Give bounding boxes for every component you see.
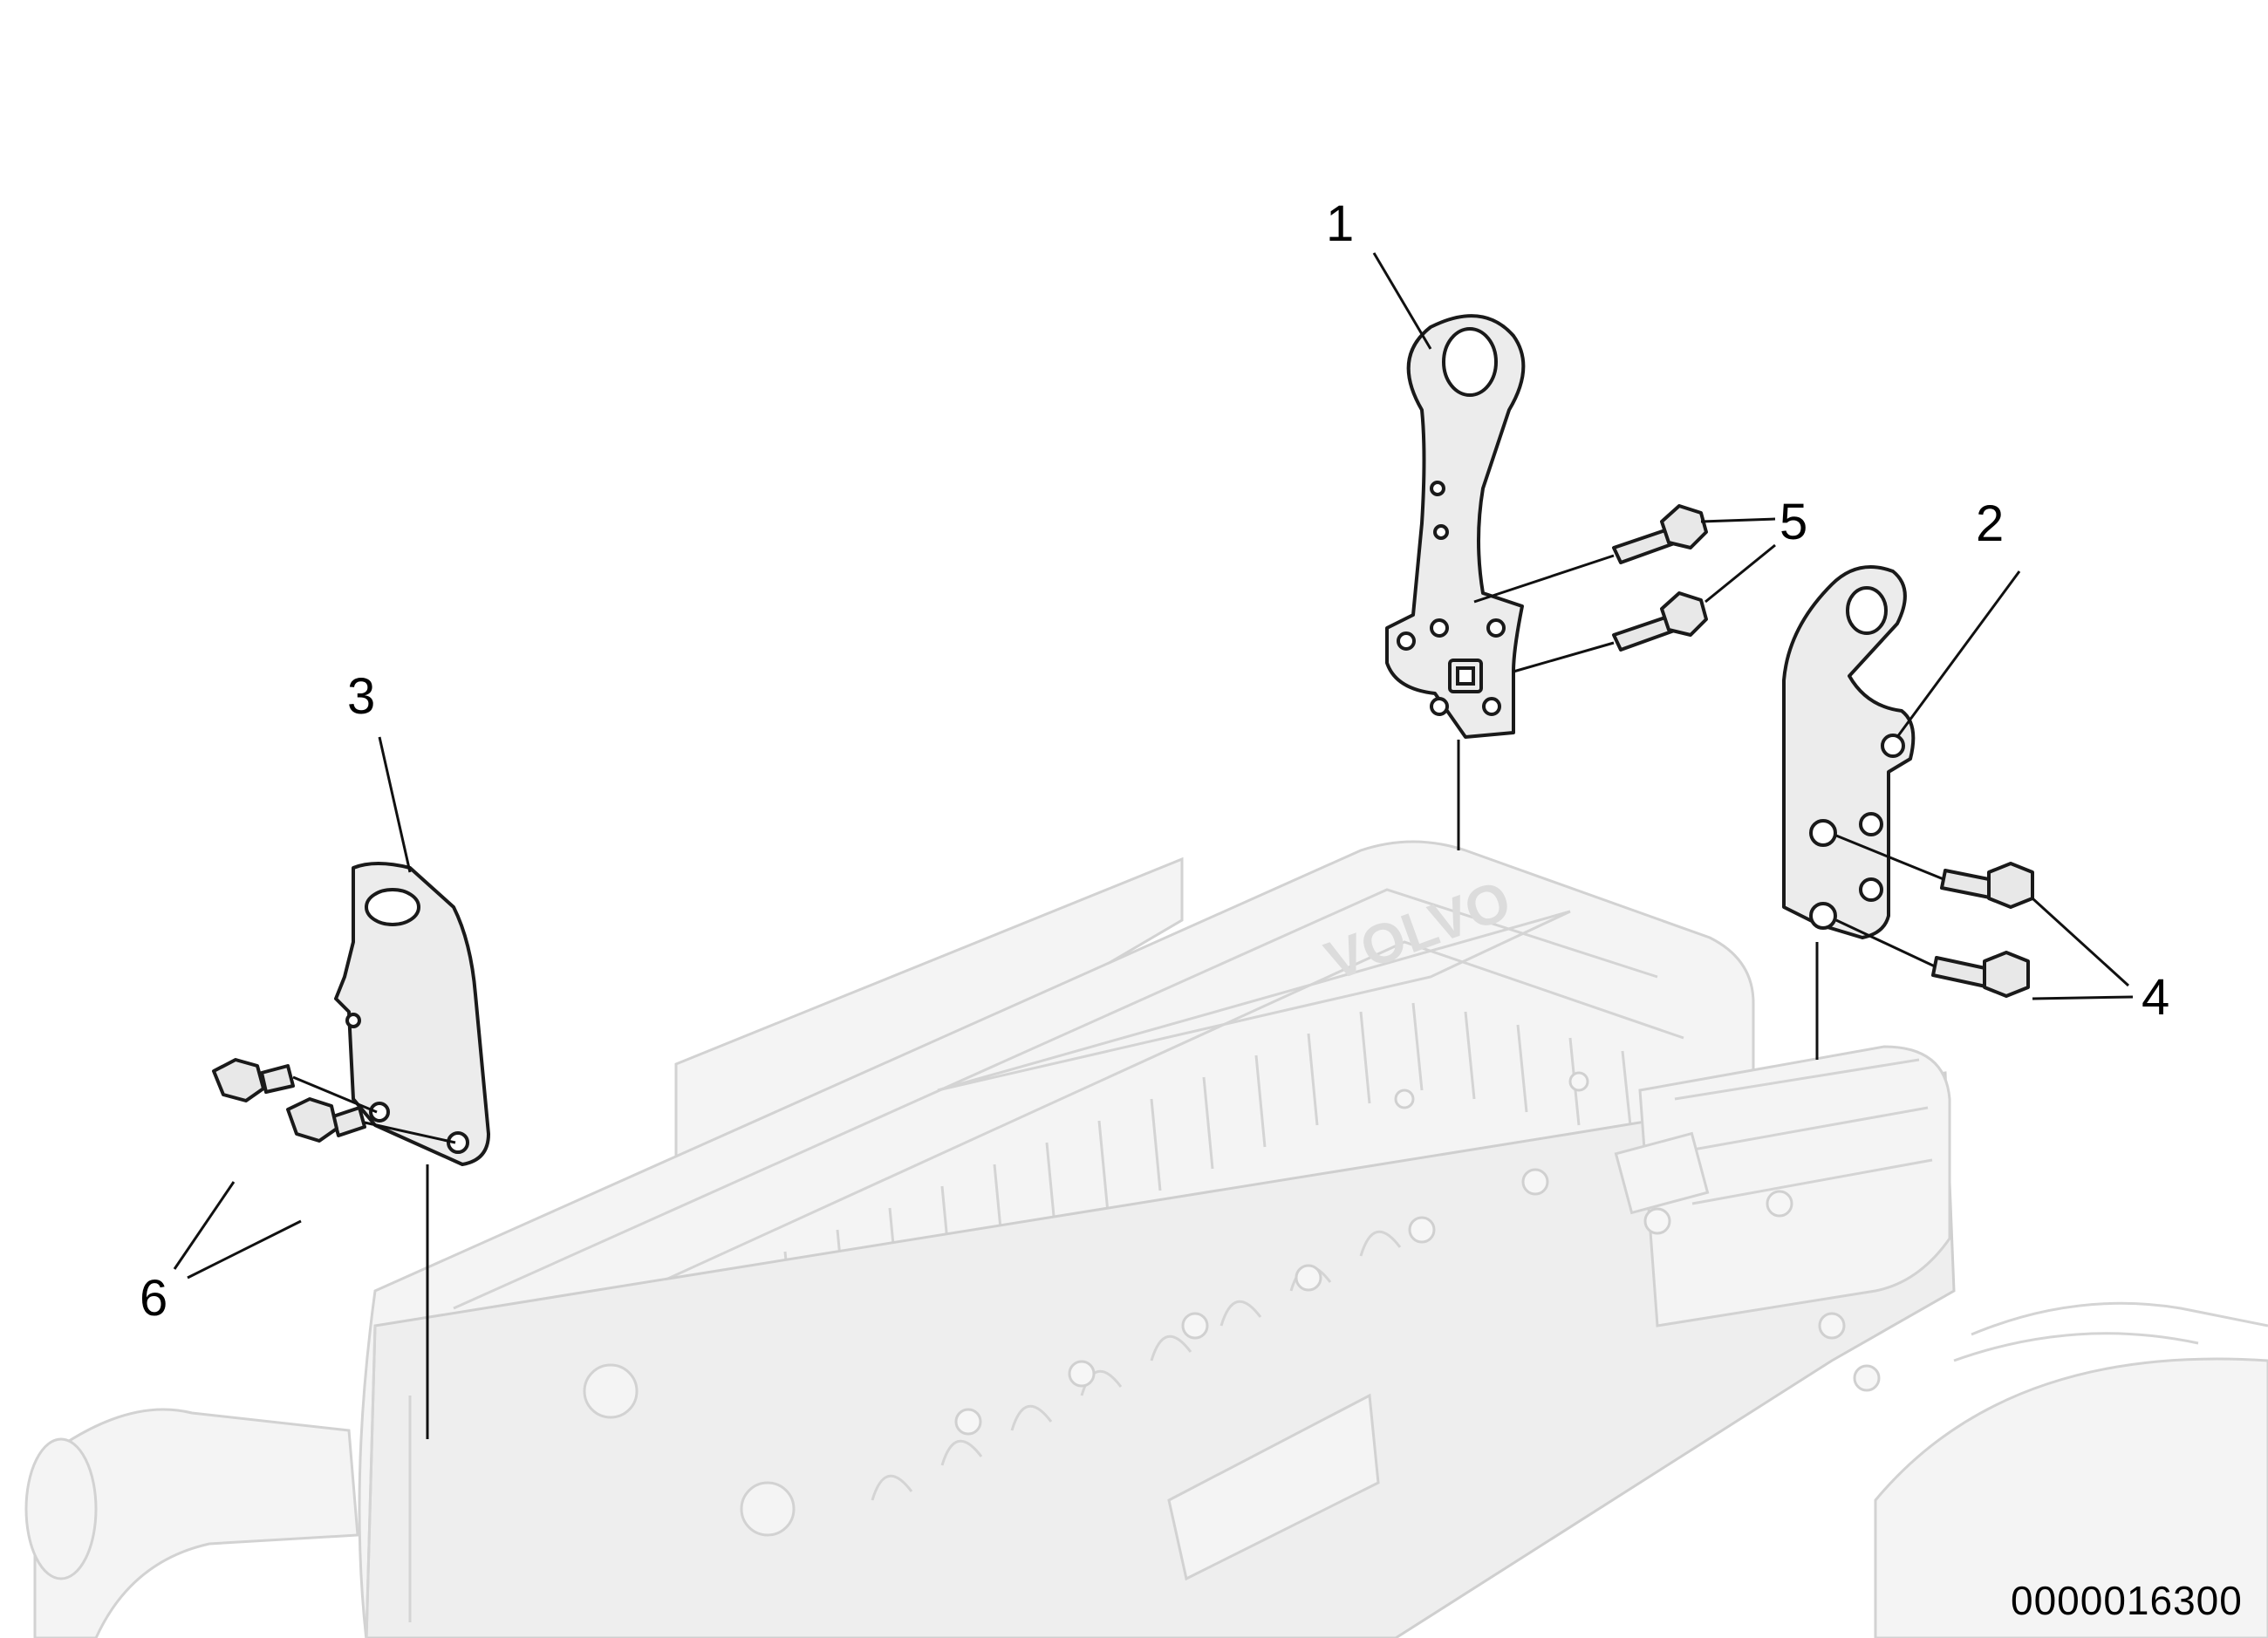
lifting-eye-2 (1782, 565, 1916, 939)
callout-6: 6 (140, 1270, 168, 1327)
bolt-4b (1931, 951, 2030, 998)
bolt-5a (1612, 504, 1708, 564)
intake-pipe (33, 1408, 359, 1638)
callout-3: 3 (347, 668, 376, 725)
engine-background: VOLVO (24, 840, 2268, 1638)
bolt-6b (286, 1097, 366, 1143)
figure-reference-number: 0000016300 (2011, 1578, 2243, 1623)
leader-lines (173, 252, 2134, 1439)
callout-5: 5 (1780, 494, 1808, 550)
lifting-eye-1 (1385, 314, 1526, 739)
lifting-eye-3 (334, 862, 490, 1166)
bolt-6a (212, 1058, 295, 1102)
callout-4: 4 (2142, 969, 2170, 1026)
bolt-4a (1940, 862, 2034, 909)
bolt-5b (1612, 591, 1708, 652)
callout-1: 1 (1326, 195, 1355, 252)
callout-2: 2 (1976, 495, 2005, 552)
